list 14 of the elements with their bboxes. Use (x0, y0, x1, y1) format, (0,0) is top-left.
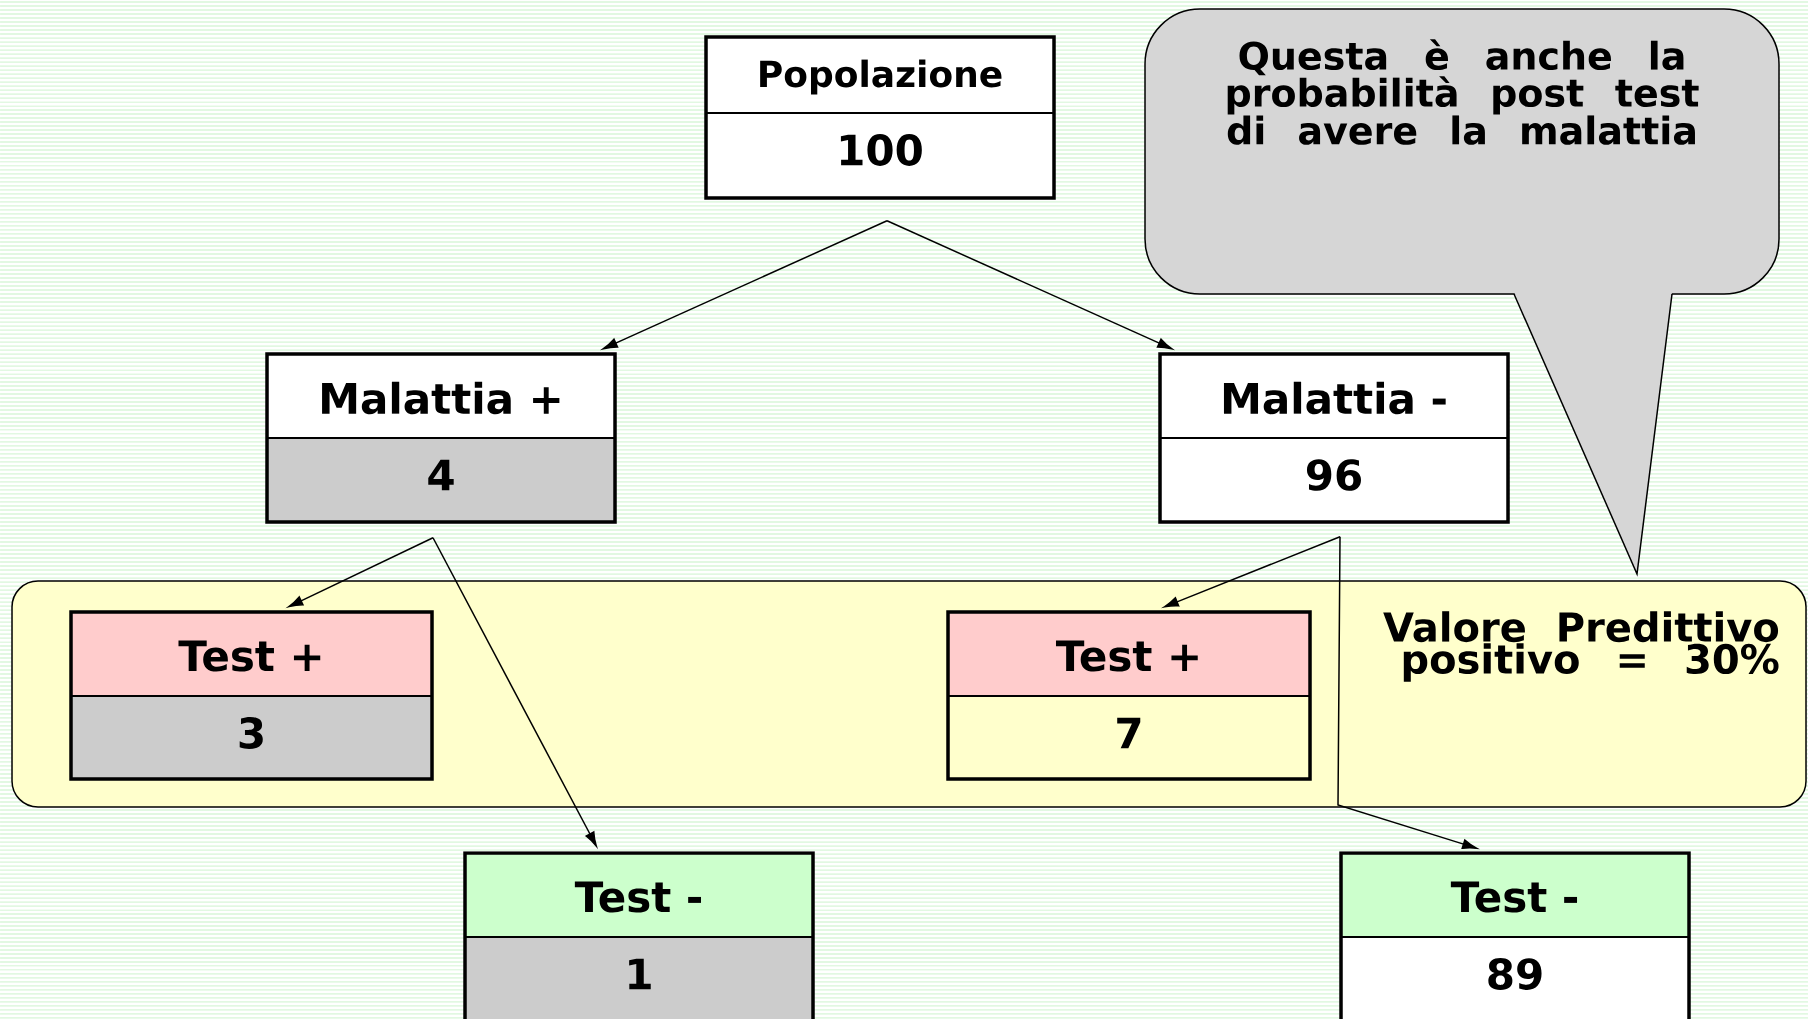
arrow (432, 537, 597, 847)
table-box: Test + 3 (69, 610, 434, 781)
table-box: Malattia - 96 (1158, 352, 1510, 524)
arrow (1337, 536, 1478, 849)
arrow (886, 220, 1173, 350)
table-box: Malattia + 4 (265, 352, 617, 524)
table-box: Test + 7 (946, 610, 1312, 781)
table-box: Test - 89 (1339, 851, 1691, 1019)
arrow (602, 220, 888, 350)
table-box: Test - 1 (463, 851, 815, 1019)
arrow (1163, 536, 1341, 608)
table-box: Popolazione 100 (704, 35, 1056, 200)
arrow (288, 537, 434, 608)
band-label: Valore Predittivo positivo = 30% (1383, 611, 1779, 682)
